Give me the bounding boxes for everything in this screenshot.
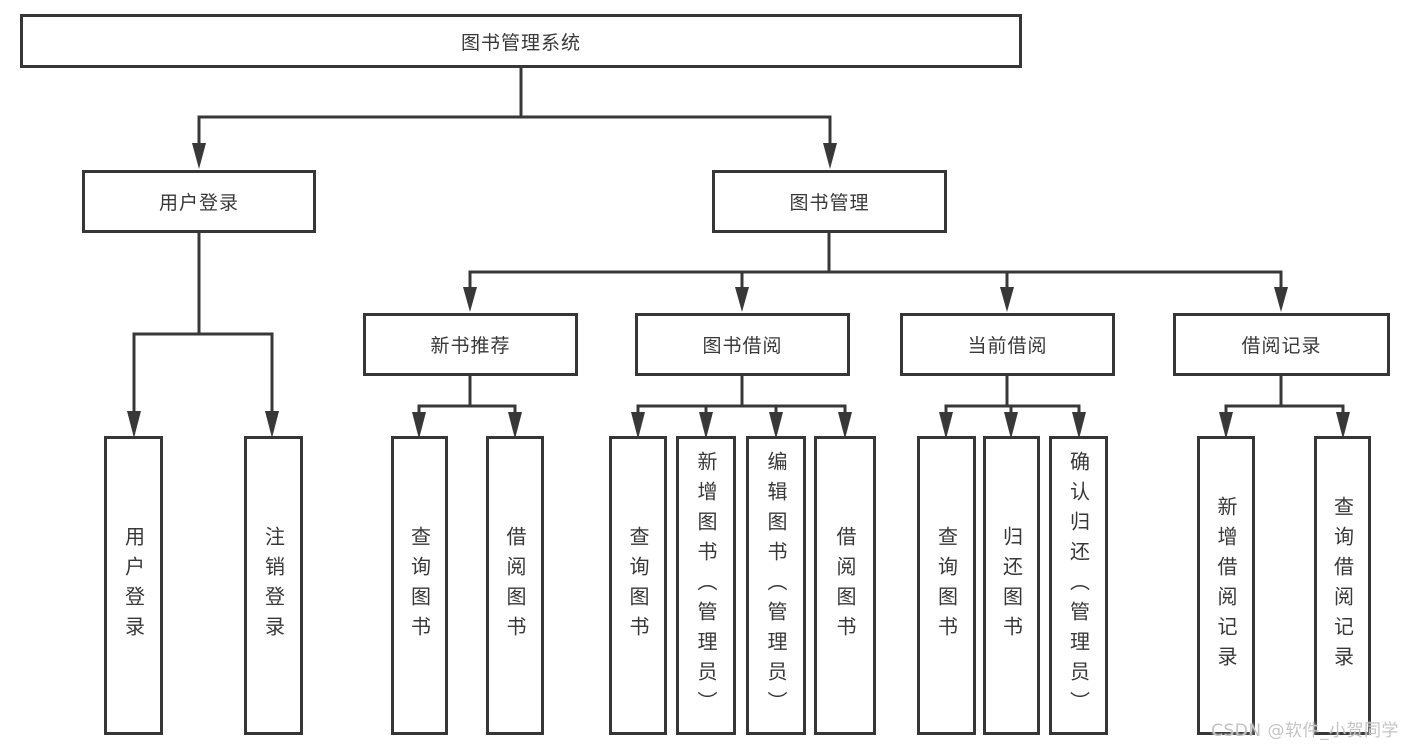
leaf-borrow-borrow-books: 借阅图书 [814, 436, 876, 735]
arrow-down-icon [1072, 412, 1086, 439]
leaf-current-query-books: 查询图书 [917, 436, 976, 735]
arrow-down-icon [412, 412, 426, 439]
leaf-logout-login: 注销登录 [244, 436, 303, 735]
node-user-login: 用户登录 [82, 170, 316, 233]
arrow-down-icon [823, 143, 837, 169]
arrow-down-icon [1274, 287, 1288, 312]
arrow-down-icon [1004, 412, 1018, 439]
node-new-book-recommend: 新书推荐 [363, 313, 578, 376]
leaf-user-login: 用户登录 [104, 436, 163, 735]
csdn-watermark: CSDN @软件_小贺同学 [1211, 721, 1399, 741]
arrow-down-icon [939, 412, 953, 439]
leaf-user-login-label: 用户登录 [121, 525, 146, 646]
node-book-borrowing-label: 图书借阅 [702, 335, 783, 357]
leaf-borrow-borrow-books-label: 借阅图书 [833, 525, 857, 646]
arrow-down-icon [127, 411, 141, 438]
node-current-borrowing-label: 当前借阅 [967, 335, 1048, 357]
leaf-newbooks-borrow-books-label: 借阅图书 [503, 525, 527, 646]
leaf-newbooks-borrow-books: 借阅图书 [486, 436, 544, 735]
arrow-down-icon [699, 412, 713, 439]
leaf-newbooks-query-books-label: 查询图书 [407, 525, 432, 646]
arrow-down-icon [631, 412, 645, 439]
arrow-down-icon [838, 412, 852, 439]
arrow-down-icon [508, 412, 522, 439]
leaf-borrow-query-books-label: 查询图书 [626, 525, 650, 646]
leaf-borrow-add-book-admin-label: 新增图书（管理员） [694, 450, 718, 721]
node-user-login-label: 用户登录 [158, 192, 239, 214]
node-library-system-label: 图书管理系统 [460, 31, 581, 54]
arrow-down-icon [735, 287, 749, 312]
leaf-current-confirm-return-admin: 确认归还（管理员） [1049, 436, 1108, 735]
arrow-down-icon [769, 412, 783, 439]
node-new-book-recommend-label: 新书推荐 [430, 335, 511, 357]
leaf-current-confirm-return-admin-label: 确认归还（管理员） [1066, 450, 1091, 721]
node-book-management: 图书管理 [712, 170, 947, 233]
leaf-borrow-add-book-admin: 新增图书（管理员） [676, 436, 736, 735]
arrow-down-icon [192, 143, 206, 169]
leaf-borrow-query-books: 查询图书 [609, 436, 667, 735]
leaf-current-return-books-label: 归还图书 [999, 525, 1024, 646]
leaf-newbooks-query-books: 查询图书 [391, 436, 448, 735]
leaf-records-query-record: 查询借阅记录 [1314, 436, 1371, 735]
node-book-borrowing: 图书借阅 [635, 313, 850, 376]
node-borrowing-records-label: 借阅记录 [1241, 335, 1322, 357]
arrow-down-icon [1000, 287, 1014, 312]
leaf-borrow-edit-book-admin-label: 编辑图书（管理员） [764, 450, 788, 721]
leaf-logout-login-label: 注销登录 [261, 525, 286, 646]
arrow-down-icon [265, 411, 279, 438]
arrow-down-icon [1336, 412, 1350, 439]
arrow-down-icon [463, 287, 477, 312]
node-borrowing-records: 借阅记录 [1173, 313, 1390, 376]
node-current-borrowing: 当前借阅 [900, 313, 1115, 376]
leaf-current-return-books: 归还图书 [983, 436, 1040, 735]
leaf-borrow-edit-book-admin: 编辑图书（管理员） [746, 436, 806, 735]
leaf-records-query-record-label: 查询借阅记录 [1330, 495, 1355, 676]
leaf-current-query-books-label: 查询图书 [934, 525, 959, 646]
node-library-system: 图书管理系统 [20, 14, 1022, 68]
node-book-management-label: 图书管理 [789, 192, 870, 214]
leaf-records-add-record-label: 新增借阅记录 [1214, 495, 1238, 676]
leaf-records-add-record: 新增借阅记录 [1197, 436, 1255, 735]
arrow-down-icon [1219, 412, 1233, 439]
